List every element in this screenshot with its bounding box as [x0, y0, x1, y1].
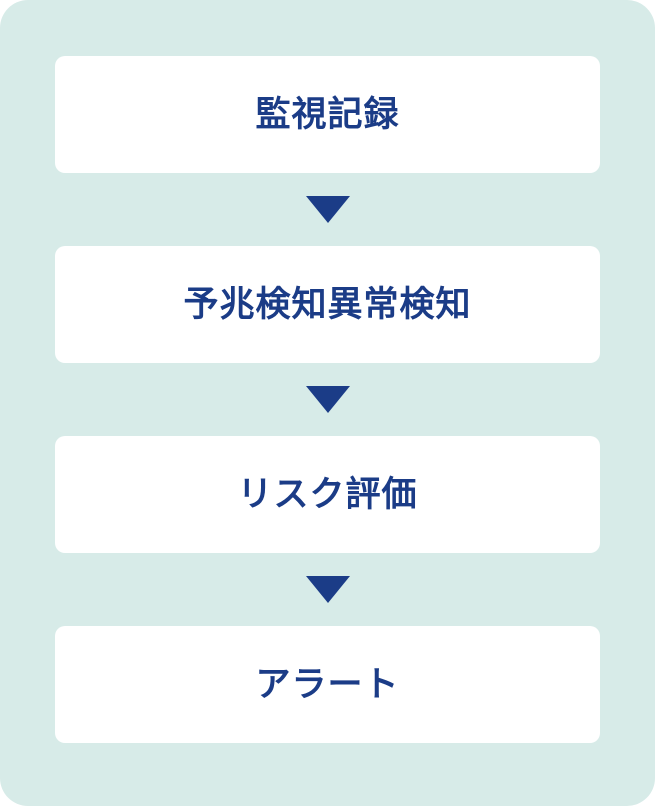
flow-step-label: アラート	[255, 665, 400, 704]
flow-step-monitoring-record: 監視記録	[55, 56, 600, 173]
flow-step-label: 監視記録	[255, 95, 400, 134]
flow-step-risk-assessment: リスク評価	[55, 436, 600, 553]
flow-step-label: リスク評価	[237, 475, 418, 514]
flow-step-alert: アラート	[55, 626, 600, 743]
flow-step-predictive-anomaly-detection: 予兆検知異常検知	[55, 246, 600, 363]
flow-step-label: 予兆検知異常検知	[183, 285, 472, 324]
down-arrow-icon	[305, 196, 350, 223]
down-arrow-icon	[305, 386, 350, 413]
down-arrow-icon	[305, 576, 350, 603]
